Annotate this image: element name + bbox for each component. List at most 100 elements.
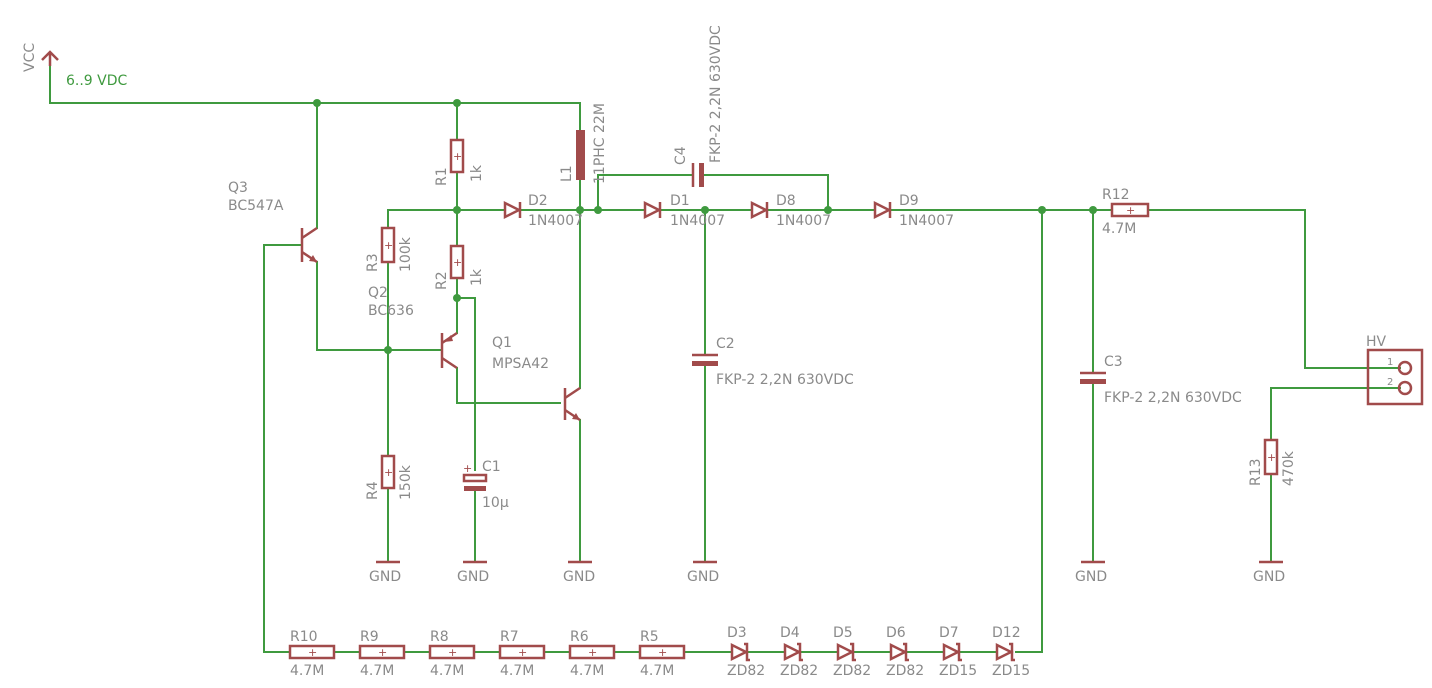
svg-text:R5: R5 [640,629,659,645]
svg-text:4.7M: 4.7M [570,663,604,679]
svg-text:GND: GND [457,569,489,585]
svg-text:Q1: Q1 [492,335,512,351]
svg-text:R12: R12 [1102,187,1130,203]
svg-text:ZD82: ZD82 [780,663,818,679]
inductor-l1: L1 11PHC 22M [559,103,608,184]
svg-text:D4: D4 [780,625,800,641]
svg-text:D2: D2 [528,193,548,209]
svg-text:R10: R10 [290,629,318,645]
svg-text:GND: GND [563,569,595,585]
svg-text:C3: C3 [1104,354,1123,370]
svg-text:470k: 470k [1281,450,1297,486]
svg-text:D1: D1 [670,193,690,209]
svg-text:BC636: BC636 [368,303,414,319]
zener-d4: D4 ZD82 [780,625,818,679]
svg-text:1k: 1k [469,268,485,286]
svg-text:4.7M: 4.7M [290,663,324,679]
svg-text:D9: D9 [899,193,919,209]
resistor-r12: + R12 4.7M [1102,187,1150,237]
svg-text:R6: R6 [570,629,589,645]
zener-d6: D6 ZD82 [886,625,924,679]
gnd-symbol-c1: GND [457,560,489,585]
svg-text:D3: D3 [727,625,747,641]
svg-text:+: + [384,466,393,479]
gnd-symbol-c2: GND [687,560,719,585]
svg-text:4.7M: 4.7M [360,663,394,679]
svg-text:ZD82: ZD82 [833,663,871,679]
wires [49,59,1401,653]
resistor-r1: + R1 1k [434,138,485,186]
svg-text:R2: R2 [434,271,450,290]
svg-text:+: + [453,256,462,269]
ground-symbols: GND GND GND GND GND GND [369,560,1285,585]
gnd-symbol-c3: GND [1075,560,1107,585]
svg-text:10µ: 10µ [482,495,509,511]
svg-text:100k: 100k [398,236,414,272]
capacitor-c2: C2 FKP-2 2,2N 630VDC [692,336,854,388]
svg-text:+: + [1126,204,1135,217]
svg-text:+: + [588,646,597,659]
hv-connector-name: HV [1366,334,1387,350]
transistor-q2: Q2 BC636 [368,285,458,370]
svg-text:ZD15: ZD15 [939,663,977,679]
gnd-symbol-r4: GND [369,560,401,585]
gnd-symbol-r13: GND [1253,560,1285,585]
svg-text:+: + [658,646,667,659]
resistor-r7: + R7 4.7M [498,629,546,679]
svg-text:R3: R3 [365,253,381,272]
svg-text:FKP-2 2,2N 630VDC: FKP-2 2,2N 630VDC [708,25,724,163]
svg-text:1k: 1k [469,164,485,182]
svg-text:GND: GND [369,569,401,585]
transistor-q1: Q1 MPSA42 [492,335,581,422]
zener-d12: D12 ZD15 [992,625,1030,679]
zener-d5: D5 ZD82 [833,625,871,679]
svg-text:GND: GND [1075,569,1107,585]
svg-text:C2: C2 [716,336,735,352]
resistor-r5: + R5 4.7M [638,629,686,679]
svg-text:R9: R9 [360,629,379,645]
svg-text:ZD82: ZD82 [886,663,924,679]
svg-text:D5: D5 [833,625,853,641]
capacitor-c3: C3 FKP-2 2,2N 630VDC [1080,354,1242,406]
svg-text:+: + [378,646,387,659]
svg-text:4.7M: 4.7M [640,663,674,679]
svg-text:+: + [518,646,527,659]
svg-text:GND: GND [687,569,719,585]
svg-text:+: + [463,462,472,475]
svg-text:1N4007: 1N4007 [670,213,725,229]
svg-text:1N4007: 1N4007 [528,213,583,229]
capacitor-c4: C4 FKP-2 2,2N 630VDC [673,25,724,187]
svg-text:2: 2 [1387,377,1393,388]
vcc-label: VCC [22,43,38,72]
svg-text:D6: D6 [886,625,906,641]
resistor-r9: + R9 4.7M [358,629,406,679]
svg-text:L1: L1 [559,165,575,182]
svg-text:MPSA42: MPSA42 [492,356,549,372]
svg-text:C4: C4 [673,146,689,165]
svg-text:FKP-2 2,2N 630VDC: FKP-2 2,2N 630VDC [1104,390,1242,406]
svg-text:ZD15: ZD15 [992,663,1030,679]
svg-text:1N4007: 1N4007 [899,213,954,229]
resistor-r3: + R3 100k [365,226,414,272]
svg-text:R1: R1 [434,167,450,186]
svg-text:Q2: Q2 [368,285,388,301]
svg-text:FKP-2 2,2N 630VDC: FKP-2 2,2N 630VDC [716,372,854,388]
supply-voltage-label: 6..9 VDC [66,73,128,89]
resistor-r10: + R10 4.7M [288,629,336,679]
diode-d1: D1 1N4007 [643,193,725,229]
resistor-r4: + R4 150k [365,454,414,500]
junctions [313,99,1097,354]
svg-text:+: + [384,239,393,252]
svg-text:D12: D12 [992,625,1021,641]
svg-text:C1: C1 [482,459,501,475]
capacitor-c1: + C1 10µ [462,459,509,511]
svg-text:R8: R8 [430,629,449,645]
hv-connector: HV 1 2 [1366,334,1424,406]
diode-d9: D9 1N4007 [873,193,954,229]
transistor-q3: Q3 BC547A [228,180,318,264]
svg-text:R13: R13 [1248,458,1264,486]
svg-text:R7: R7 [500,629,519,645]
resistor-r13: + R13 470k [1248,438,1297,486]
resistor-r6: + R6 4.7M [568,629,616,679]
resistor-r2: + R2 1k [434,244,485,290]
